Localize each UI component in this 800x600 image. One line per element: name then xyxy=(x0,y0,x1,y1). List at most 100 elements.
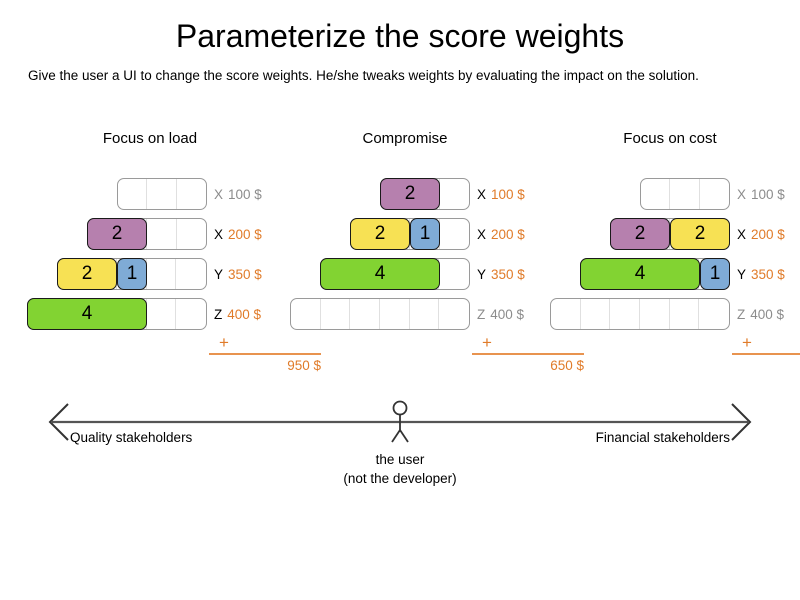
track-cell[interactable] xyxy=(291,299,321,329)
row-amount: 400 $ xyxy=(227,306,262,322)
row-amount: 350 $ xyxy=(751,266,785,282)
sum-rule xyxy=(732,353,800,355)
weight-segment-blue[interactable]: 1 xyxy=(410,218,440,250)
track-cell[interactable] xyxy=(147,179,177,209)
user-stick-figure-icon xyxy=(391,400,409,443)
row-key: Z xyxy=(214,306,223,322)
page-title: Parameterize the score weights xyxy=(175,18,625,54)
track-cell[interactable] xyxy=(610,299,641,329)
track-cell[interactable] xyxy=(147,299,177,329)
row-key: X xyxy=(477,226,487,242)
axis-label-left: Quality stakeholders xyxy=(70,430,193,445)
weight-track-compromise-z3[interactable] xyxy=(290,298,470,330)
weight-segment-purple[interactable]: 2 xyxy=(380,178,440,210)
row-amount: 200 $ xyxy=(491,226,525,242)
track-cell[interactable] xyxy=(699,299,729,329)
row-amount: 400 $ xyxy=(490,306,525,322)
row-key: Y xyxy=(214,266,224,282)
sum-plus-sign: + xyxy=(482,333,492,352)
weight-track-focus-on-load-x0[interactable] xyxy=(117,178,207,210)
track-cell[interactable] xyxy=(118,179,148,209)
row-amount: 400 $ xyxy=(750,306,785,322)
track-cell[interactable] xyxy=(700,179,729,209)
row-key: X xyxy=(737,226,747,242)
weight-segment-yellow[interactable]: 2 xyxy=(670,218,730,250)
page-subtitle: Give the user a UI to change the score w… xyxy=(28,68,699,83)
row-amount: 200 $ xyxy=(751,226,785,242)
weight-segment-blue[interactable]: 1 xyxy=(700,258,730,290)
row-amount: 350 $ xyxy=(228,266,262,282)
weight-segment-purple[interactable]: 2 xyxy=(610,218,670,250)
row-amount: 100 $ xyxy=(491,186,525,202)
column-sum-focus-on-cost: +550 $ xyxy=(732,334,800,373)
row-key: X xyxy=(214,226,224,242)
track-cell[interactable] xyxy=(670,299,700,329)
row-key: Y xyxy=(737,266,747,282)
weight-segment-green[interactable]: 4 xyxy=(320,258,440,290)
sum-total: 650 $ xyxy=(550,358,584,373)
track-cell[interactable] xyxy=(640,299,670,329)
track-cell[interactable] xyxy=(147,259,177,289)
track-cell[interactable] xyxy=(670,179,700,209)
row-amount: 200 $ xyxy=(228,226,262,242)
row-amount: 100 $ xyxy=(751,186,785,202)
track-cell[interactable] xyxy=(380,299,410,329)
track-cell[interactable] xyxy=(350,299,381,329)
sum-plus-sign: + xyxy=(219,333,229,352)
row-key: Z xyxy=(477,306,486,322)
user-caption-line-2: (not the developer) xyxy=(343,471,457,486)
weight-segment-purple[interactable]: 2 xyxy=(87,218,147,250)
row-key: X xyxy=(477,186,487,202)
weight-segment-blue[interactable]: 1 xyxy=(117,258,147,290)
user-caption-line-1: the user xyxy=(375,452,425,467)
track-cell[interactable] xyxy=(321,299,351,329)
weight-track-focus-on-cost-z3[interactable] xyxy=(550,298,730,330)
sum-rule xyxy=(472,353,584,355)
weight-segment-green[interactable]: 4 xyxy=(580,258,700,290)
column-sum-focus-on-load: +950 $ xyxy=(209,334,321,373)
track-cell[interactable] xyxy=(551,299,581,329)
row-key: X xyxy=(737,186,747,202)
weight-segment-yellow[interactable]: 2 xyxy=(57,258,117,290)
column-header-compromise: Compromise xyxy=(362,130,448,147)
row-amount: 100 $ xyxy=(228,186,262,202)
sum-rule xyxy=(209,353,321,355)
weight-track-focus-on-cost-x0[interactable] xyxy=(640,178,730,210)
track-cell[interactable] xyxy=(410,299,440,329)
track-cell[interactable] xyxy=(147,219,177,249)
axis-label-right: Financial stakeholders xyxy=(595,430,730,445)
track-cell[interactable] xyxy=(641,179,671,209)
weight-segment-green[interactable]: 4 xyxy=(27,298,147,330)
sum-plus-sign: + xyxy=(742,333,752,352)
row-key: X xyxy=(214,186,224,202)
sum-total: 950 $ xyxy=(287,358,321,373)
row-key: Y xyxy=(477,266,487,282)
column-sum-compromise: +650 $ xyxy=(472,334,584,373)
track-cell[interactable] xyxy=(581,299,611,329)
weight-segment-yellow[interactable]: 2 xyxy=(350,218,410,250)
